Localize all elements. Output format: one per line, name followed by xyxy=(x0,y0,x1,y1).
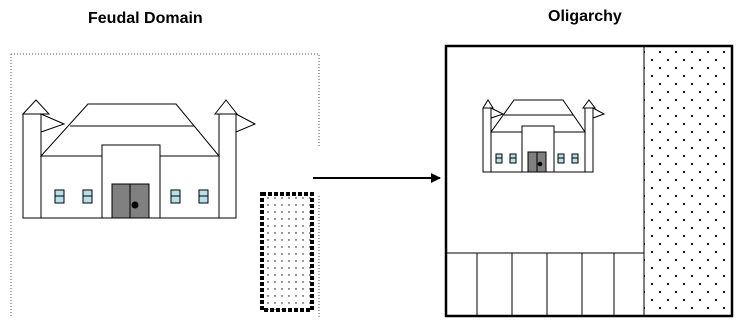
large-land-region xyxy=(644,47,731,315)
oligarchy-panel xyxy=(446,46,732,316)
feudal-domain-panel xyxy=(11,54,319,318)
castle-icon xyxy=(23,100,255,218)
land-plot xyxy=(262,194,312,310)
